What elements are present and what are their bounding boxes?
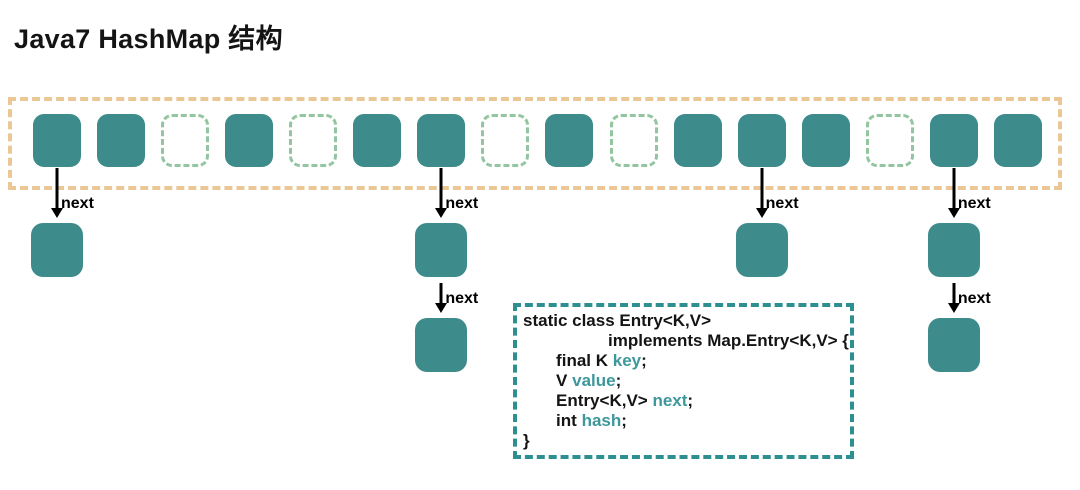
down-arrow-icon <box>435 168 448 218</box>
bucket-empty <box>161 114 210 167</box>
code-keyword: value <box>572 371 616 390</box>
bucket-occupied <box>417 114 466 167</box>
bucket-array-container <box>8 97 1062 190</box>
code-line: V value; <box>523 371 844 391</box>
down-arrow-icon <box>51 168 63 218</box>
code-text: ; <box>687 391 694 410</box>
code-lines: static class Entry<K,V> implements Map.E… <box>523 311 849 451</box>
code-keyword: next <box>652 391 688 410</box>
code-text: ; <box>641 351 647 370</box>
code-line: int hash; <box>523 411 844 431</box>
bucket-occupied <box>673 114 722 167</box>
entry-node <box>735 223 788 277</box>
next-label: next <box>765 195 799 212</box>
bucket-empty <box>289 114 338 167</box>
next-label: next <box>957 290 991 307</box>
code-keyword: key <box>612 351 642 370</box>
bucket-occupied <box>929 114 978 167</box>
code-text: int <box>523 411 582 430</box>
code-text: Entry<K,V> <box>523 391 653 410</box>
bucket-occupied <box>33 114 81 167</box>
code-line: Entry<K,V> next; <box>523 391 844 411</box>
code-line: } <box>523 431 844 451</box>
diagram-title: Java7 HashMap 结构 <box>14 24 283 54</box>
code-keyword: hash <box>581 411 622 430</box>
entry-node <box>927 318 980 372</box>
code-text: } <box>523 431 530 450</box>
next-label: next <box>445 195 479 212</box>
bucket-occupied <box>97 114 146 167</box>
code-text: final K <box>523 351 613 370</box>
bucket-empty <box>481 114 530 167</box>
bucket-occupied <box>225 114 274 167</box>
entry-node <box>415 223 468 277</box>
entry-class-code-block: static class Entry<K,V> implements Map.E… <box>513 303 854 459</box>
down-arrow-icon <box>947 283 960 313</box>
next-label: next <box>445 290 479 307</box>
entry-node <box>31 223 83 277</box>
bucket-empty <box>609 114 658 167</box>
code-line: implements Map.Entry<K,V> { <box>523 331 849 351</box>
bucket-occupied <box>737 114 786 167</box>
bucket-empty <box>865 114 914 167</box>
down-arrow-icon <box>947 168 960 218</box>
bucket-occupied <box>353 114 402 167</box>
code-text: ; <box>615 371 622 390</box>
code-text: V <box>523 371 573 390</box>
down-arrow-icon <box>755 168 768 218</box>
code-text: static class Entry<K,V> <box>523 311 712 330</box>
code-line: static class Entry<K,V> <box>523 311 844 331</box>
entry-node <box>415 318 468 372</box>
bucket-occupied <box>801 114 850 167</box>
bucket-occupied <box>545 114 594 167</box>
bucket-occupied <box>993 114 1042 167</box>
down-arrow-icon <box>435 283 448 313</box>
code-line: final K key; <box>523 351 844 371</box>
code-text: implements Map.Entry<K,V> { <box>523 331 849 350</box>
next-label: next <box>957 195 991 212</box>
next-label: next <box>61 195 94 212</box>
code-text: ; <box>621 411 627 430</box>
entry-node <box>927 223 980 277</box>
